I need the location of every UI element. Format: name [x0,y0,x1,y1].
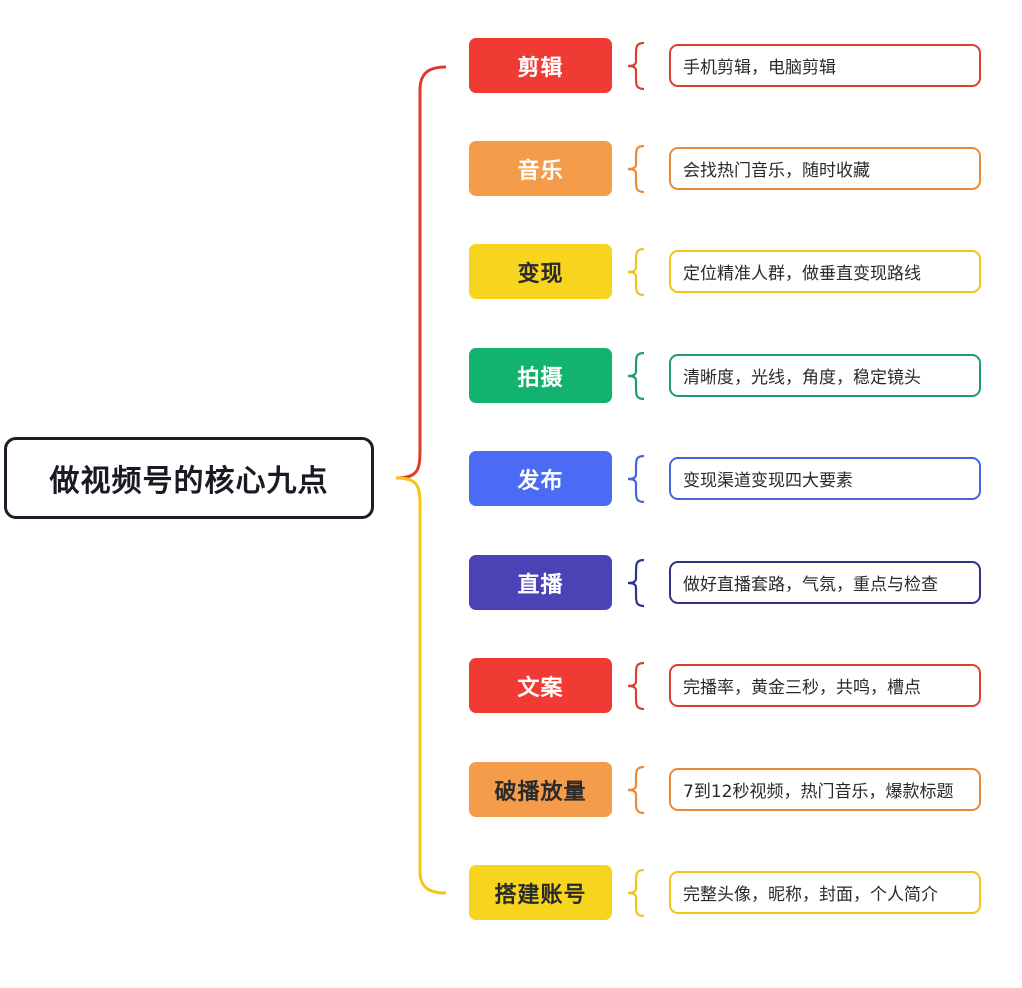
upper-connector [395,65,447,480]
detail-box: 手机剪辑，电脑剪辑 [669,44,981,87]
lower-connector [395,476,447,895]
brace-connector [627,247,645,297]
detail-box: 做好直播套路，气氛，重点与检查 [669,561,981,604]
branch-node: 剪辑 [469,38,612,93]
branch-node: 发布 [469,451,612,506]
detail-box: 定位精准人群，做垂直变现路线 [669,250,981,293]
branch-node: 音乐 [469,141,612,196]
detail-box: 7到12秒视频，热门音乐，爆款标题 [669,768,981,811]
branch-node: 文案 [469,658,612,713]
brace-connector [627,454,645,504]
branch-node: 破播放量 [469,762,612,817]
brace-connector [627,661,645,711]
brace-connector [627,144,645,194]
detail-box: 清晰度，光线，角度，稳定镜头 [669,354,981,397]
detail-box: 完播率，黄金三秒，共鸣，槽点 [669,664,981,707]
brace-connector [627,765,645,815]
branch-node: 变现 [469,244,612,299]
brace-connector [627,558,645,608]
branch-node: 拍摄 [469,348,612,403]
brace-connector [627,351,645,401]
detail-box: 完整头像，昵称，封面，个人简介 [669,871,981,914]
brace-connector [627,41,645,91]
branch-node: 直播 [469,555,612,610]
branch-node: 搭建账号 [469,865,612,920]
detail-box: 变现渠道变现四大要素 [669,457,981,500]
detail-box: 会找热门音乐，随时收藏 [669,147,981,190]
brace-connector [627,868,645,918]
root-topic: 做视频号的核心九点 [4,437,374,519]
